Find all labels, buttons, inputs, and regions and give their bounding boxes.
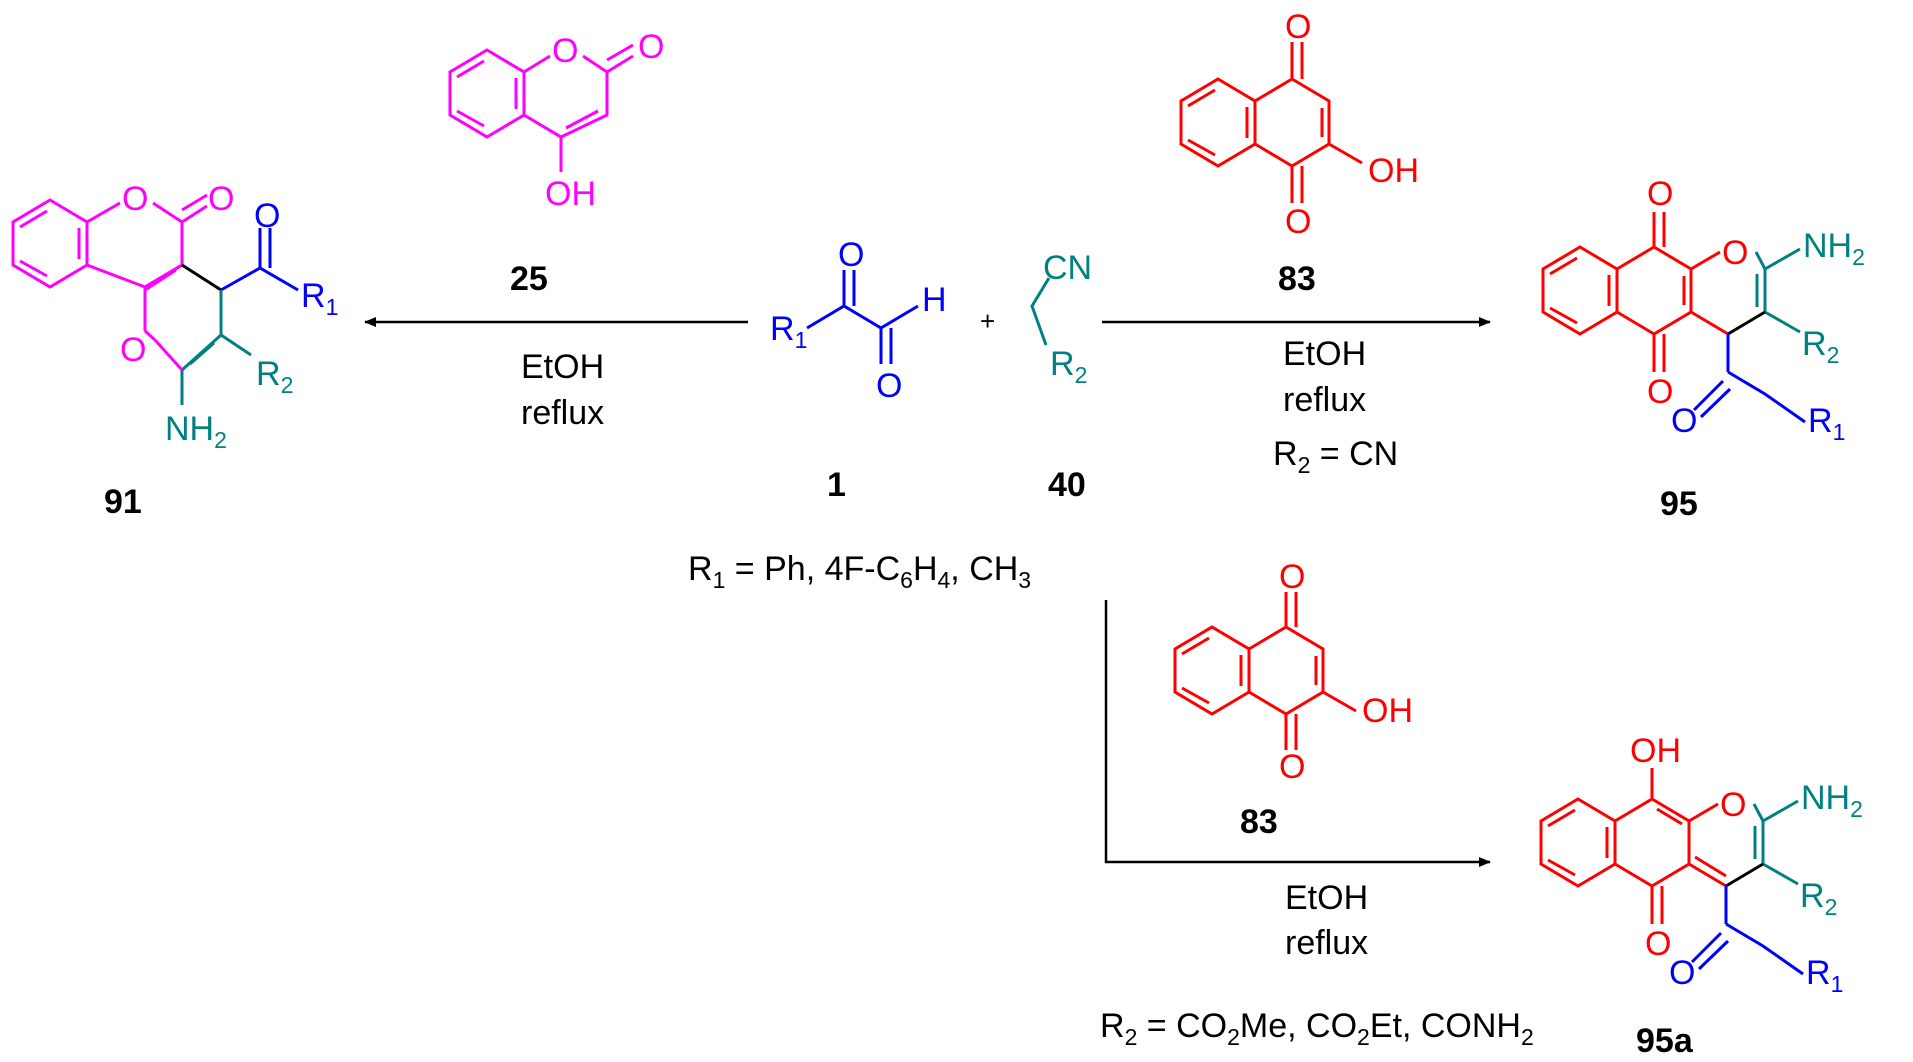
c95a-r2-label: R2: [1800, 877, 1837, 920]
compound-number-95a: 95a: [1636, 1022, 1694, 1060]
compound-95: [1541, 212, 1806, 424]
compound-number-83-bottom: 83: [1240, 803, 1278, 841]
plus-sign: +: [980, 306, 995, 336]
c95-o-top-label: O: [1647, 175, 1673, 213]
c1-r1-label: R1: [770, 310, 807, 353]
c91-pyran-o-label: O: [120, 331, 146, 369]
c91-ring-o-label: O: [122, 180, 148, 218]
right-bottom-condition-temp: reflux: [1285, 924, 1368, 962]
left-condition-temp: reflux: [521, 394, 604, 432]
compound-1: [806, 270, 919, 364]
c83-bottom-oh-label: OH: [1362, 692, 1413, 730]
c83-bottom-o-bottom-label: O: [1279, 748, 1305, 786]
c95-o-bottom-label: O: [1647, 373, 1673, 411]
c95-nh2-label: NH2: [1803, 227, 1865, 270]
c95-acyl-o-label: O: [1671, 402, 1697, 440]
c83-top-oh-label: OH: [1368, 152, 1419, 190]
c40-cn-label: CN: [1043, 249, 1092, 287]
compound-number-91: 91: [104, 483, 142, 521]
c25-ring-o-label: O: [552, 32, 578, 70]
c95-r2-label: R2: [1802, 325, 1839, 368]
c40-r2-label: R2: [1050, 345, 1087, 388]
c95-r1-label: R1: [1808, 402, 1845, 445]
right-top-condition-temp: reflux: [1283, 381, 1366, 419]
c91-r1-label: R1: [301, 277, 338, 320]
c95a-ring-o-label: O: [1720, 786, 1746, 824]
right-bottom-condition-solvent: EtOH: [1285, 879, 1368, 917]
compound-number-1: 1: [827, 466, 846, 504]
r2-definition-bottom: R2 = CO2Me, CO2Et, CONH2: [1100, 1007, 1534, 1050]
c1-aldehyde-o-label: O: [876, 367, 902, 405]
c95a-nh2-label: NH2: [1801, 779, 1863, 822]
left-condition-solvent: EtOH: [521, 348, 604, 386]
c83-top-o-bottom-label: O: [1285, 203, 1311, 241]
c91-carbonyl-o-label: O: [208, 180, 234, 218]
c1-h-label: H: [922, 281, 947, 319]
compound-95a: [1539, 768, 1804, 976]
c83-bottom-o-top-label: O: [1279, 558, 1305, 596]
c1-ketone-o-label: O: [838, 236, 864, 274]
c95a-acyl-o-label: O: [1669, 954, 1695, 992]
compound-number-40: 40: [1048, 466, 1086, 504]
compound-83-top: [1179, 42, 1363, 203]
compound-number-83-top: 83: [1278, 260, 1316, 298]
compound-number-95: 95: [1660, 485, 1698, 523]
compound-25: [448, 43, 634, 172]
c83-top-o-top-label: O: [1285, 8, 1311, 46]
compound-91: [11, 193, 299, 405]
r1-definition: R1 = Ph, 4F-C6H4, CH3: [688, 550, 1031, 593]
c95a-r1-label: R1: [1806, 954, 1843, 997]
c91-acyl-o-label: O: [254, 197, 280, 235]
c95a-oh-label: OH: [1630, 732, 1681, 770]
right-top-condition-solvent: EtOH: [1283, 335, 1366, 373]
c91-r2-label: R2: [256, 355, 293, 398]
compound-83-bottom: [1173, 592, 1357, 750]
c95a-o-bottom-label: O: [1645, 925, 1671, 963]
c25-oh-label: OH: [545, 175, 596, 213]
compound-number-25: 25: [510, 260, 548, 298]
right-top-r2-note: R2 = CN: [1273, 435, 1398, 478]
c25-carbonyl-o-label: O: [638, 28, 664, 66]
arrow-right-bottom: [1104, 600, 1491, 867]
c91-nh2-label: NH2: [165, 410, 227, 453]
compound-40: [1030, 277, 1051, 346]
c95-ring-o-label: O: [1722, 234, 1748, 272]
